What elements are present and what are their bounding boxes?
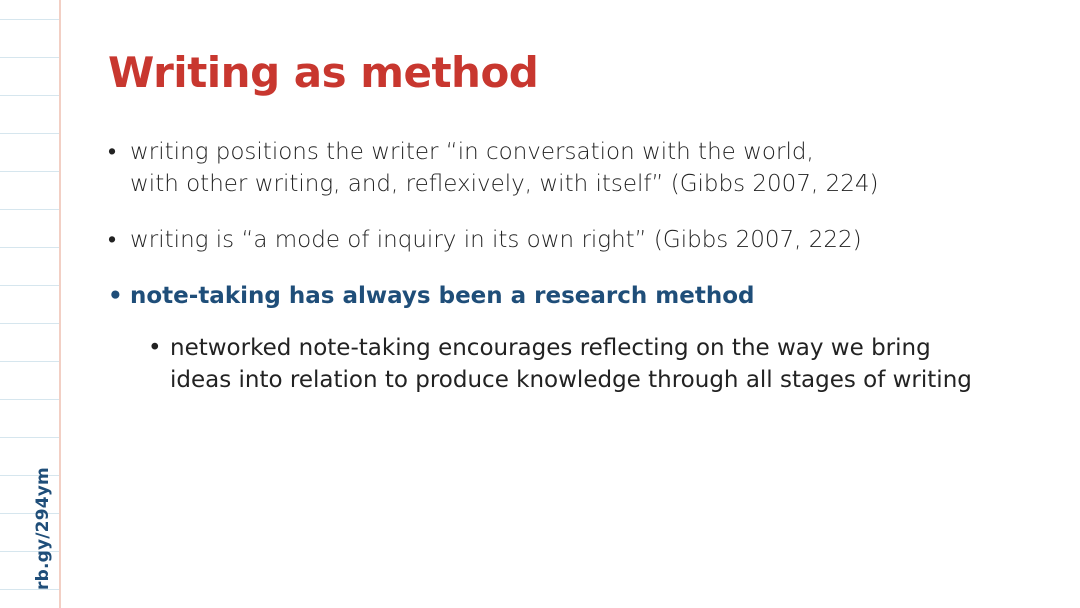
bullet-3-line-1: note-taking has always been a research m… xyxy=(130,283,755,309)
bullet-1-line-2: with other writing, and, reflexively, wi… xyxy=(130,171,879,197)
bullet-list: writing positions the writer “in convers… xyxy=(108,136,1038,396)
margin-divider-line xyxy=(59,0,61,608)
bullet-1-line-1: writing positions the writer “in convers… xyxy=(130,139,814,165)
ruled-margin-strip xyxy=(0,0,59,608)
slide-title: Writing as method xyxy=(108,48,539,97)
bullet-2-line-1: writing is “a mode of inquiry in its own… xyxy=(130,227,862,253)
sub-bullet-item-1: networked note-taking encourages reflect… xyxy=(148,332,1038,396)
bullet-item-1: writing positions the writer “in convers… xyxy=(108,136,1038,200)
sub-bullet-1-line-2: ideas into relation to produce knowledge… xyxy=(170,367,972,393)
sub-bullet-1-line-1: networked note-taking encourages reflect… xyxy=(170,335,931,361)
bullet-item-2: writing is “a mode of inquiry in its own… xyxy=(108,224,1038,256)
side-url-label: rb.gy/294ym xyxy=(33,467,53,590)
bullet-item-3-emphasis: note-taking has always been a research m… xyxy=(108,280,1038,312)
